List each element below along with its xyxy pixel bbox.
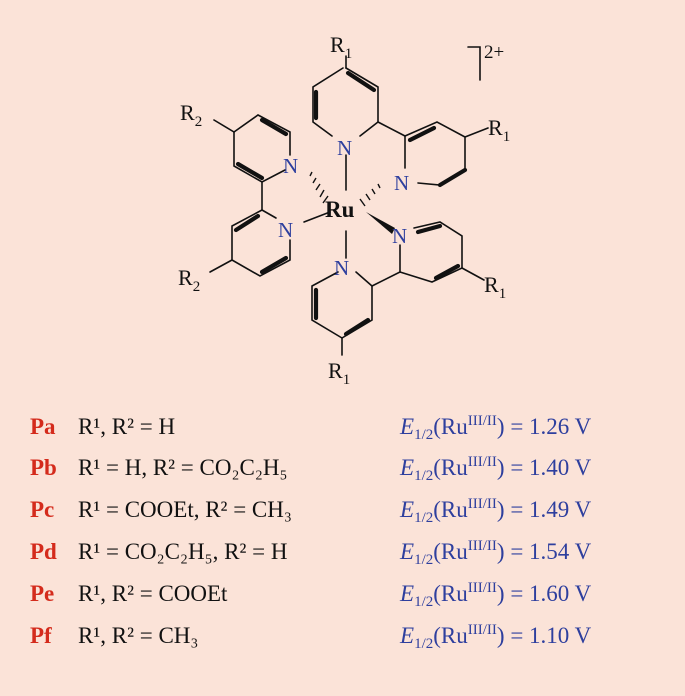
nitrogen-atom-label: N [392, 224, 407, 248]
compound-row-pc: Pc R¹ = COOEt, R² = CH₃ E1/2(RuIII/II) =… [0, 497, 685, 537]
compound-row-pd: Pd R¹ = CO₂C₂H₅, R² = H E1/2(RuIII/II) =… [0, 539, 685, 579]
pyridine-ring-bottom-center [311, 271, 373, 356]
substituent-r2-upper-left: R2 [180, 100, 202, 130]
coordination-bonds [303, 154, 395, 259]
redox-potential: E1/2(RuIII/II) = 1.40 V [400, 454, 592, 484]
compound-code: Pd [30, 539, 57, 564]
compound-row-pb: Pb R¹ = H, R² = CO₂C₂H₅ E1/2(RuIII/II) =… [0, 455, 685, 495]
compound-row-pa: Pa R¹, R² = H E1/2(RuIII/II) = 1.26 V [0, 414, 685, 454]
nitrogen-atom-label: N [278, 218, 293, 242]
ru-complex-structure: 2+ [178, 32, 510, 388]
pyridine-ring-left-top [213, 114, 291, 211]
redox-potential: E1/2(RuIII/II) = 1.49 V [400, 496, 592, 526]
nitrogen-atom-label: N [337, 136, 352, 160]
svg-text:R2: R2 [178, 265, 200, 295]
pyridine-ring-bottom-right [371, 221, 485, 287]
compound-code: Pe [30, 581, 55, 606]
compound-code: Pb [30, 455, 57, 480]
compound-code: Pa [30, 414, 56, 439]
substituent-definition: R¹, R² = COOEt [78, 581, 228, 606]
substituent-definition: R¹ = CO₂C₂H₅, R² = H [78, 539, 288, 564]
redox-potential: E1/2(RuIII/II) = 1.60 V [400, 580, 592, 610]
charge-label: 2+ [484, 42, 504, 63]
substituent-r1-bottom: R1 [328, 358, 350, 388]
svg-text:R2: R2 [180, 100, 202, 130]
compound-row-pf: Pf R¹, R² = CH₃ E1/2(RuIII/II) = 1.10 V [0, 623, 685, 663]
svg-text:R1: R1 [330, 32, 352, 62]
redox-potential: E1/2(RuIII/II) = 1.10 V [400, 622, 592, 652]
substituent-definition: R¹, R² = H [78, 414, 176, 439]
nitrogen-atom-label: N [283, 154, 298, 178]
substituent-definition: R¹ = COOEt, R² = CH₃ [78, 497, 292, 522]
charge-bracket: 2+ [467, 42, 504, 81]
substituent-r1-right: R1 [488, 115, 510, 145]
svg-text:R1: R1 [488, 115, 510, 145]
pyridine-ring-left-bottom [209, 209, 291, 277]
nitrogen-atom-label: N [334, 256, 349, 280]
pyridine-ring-top-center [312, 55, 379, 137]
substituent-definition: R¹, R² = CH₃ [78, 623, 199, 648]
compound-code: Pf [30, 623, 52, 648]
redox-potential: E1/2(RuIII/II) = 1.54 V [400, 538, 592, 568]
redox-potential: E1/2(RuIII/II) = 1.26 V [400, 413, 592, 443]
compound-row-pe: Pe R¹, R² = COOEt E1/2(RuIII/II) = 1.60 … [0, 581, 685, 621]
svg-text:R1: R1 [328, 358, 350, 388]
substituent-definition: R¹ = H, R² = CO₂C₂H₅ [78, 455, 288, 480]
nitrogen-atom-label: N [394, 171, 409, 195]
svg-text:R1: R1 [484, 272, 506, 302]
substituent-r1-lower-right: R1 [484, 272, 506, 302]
substituent-r2-lower-left: R2 [178, 265, 200, 295]
substituent-r1-top: R1 [330, 32, 352, 62]
compound-code: Pc [30, 497, 55, 522]
metal-center-label: Ru [325, 197, 355, 222]
pyridine-ring-top-right [377, 121, 489, 188]
